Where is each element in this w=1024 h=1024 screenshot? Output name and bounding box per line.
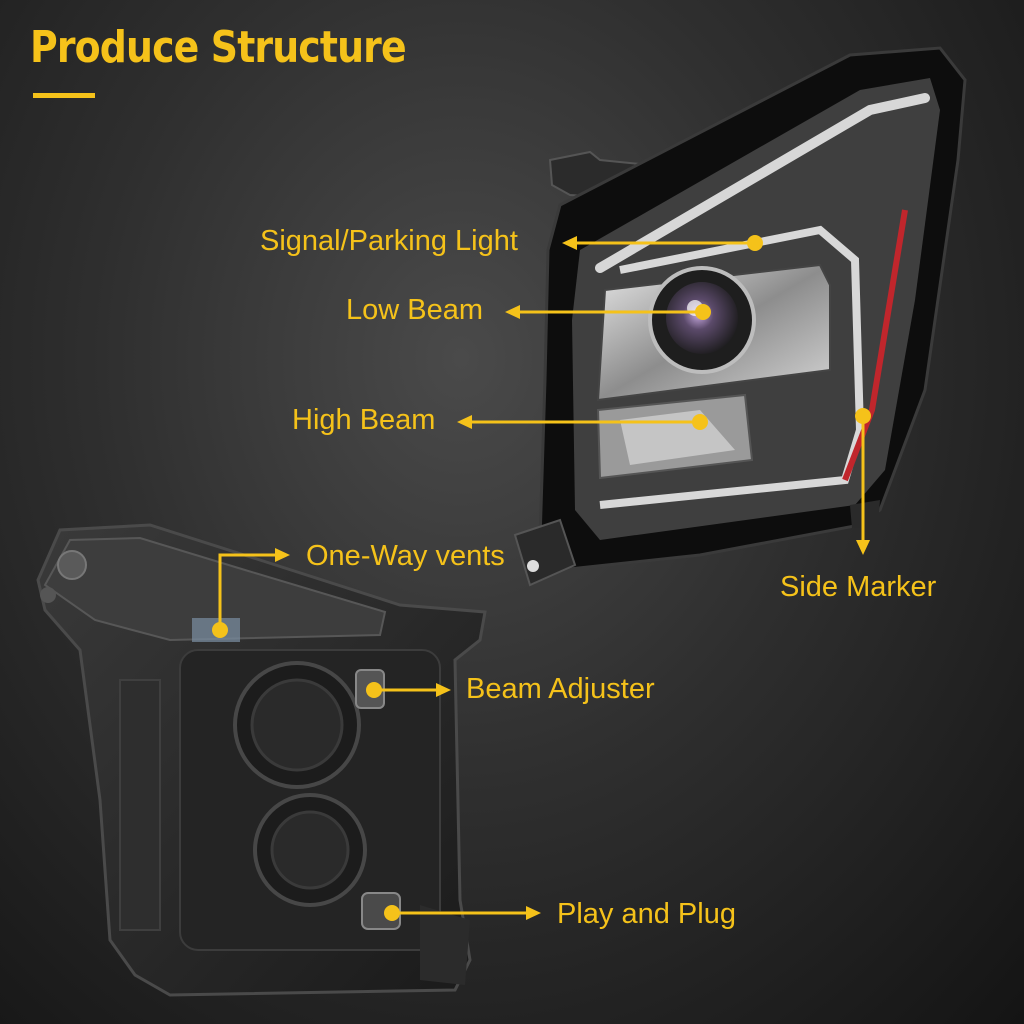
label-beam-adjuster: Beam Adjuster — [466, 673, 655, 705]
callout-signal-parking-light — [562, 235, 763, 251]
page-title: Produce Structure — [30, 22, 407, 73]
label-high-beam: High Beam — [292, 404, 436, 436]
rear-headlight — [36, 523, 487, 997]
callout-side-marker — [855, 408, 871, 555]
label-play-and-plug: Play and Plug — [557, 898, 736, 930]
label-low-beam: Low Beam — [346, 294, 484, 326]
callout-play-and-plug — [384, 905, 541, 921]
callout-low-beam — [505, 304, 711, 320]
title-underline — [33, 93, 95, 98]
callout-beam-adjuster — [366, 682, 451, 698]
callout-high-beam — [457, 414, 708, 430]
label-one-way-vents: One-Way vents — [306, 540, 505, 572]
label-signal-parking-light: Signal/Parking Light — [260, 225, 518, 257]
front-headlight — [513, 46, 967, 587]
label-side-marker: Side Marker — [780, 571, 937, 603]
callout-one-way-vents — [212, 548, 290, 638]
